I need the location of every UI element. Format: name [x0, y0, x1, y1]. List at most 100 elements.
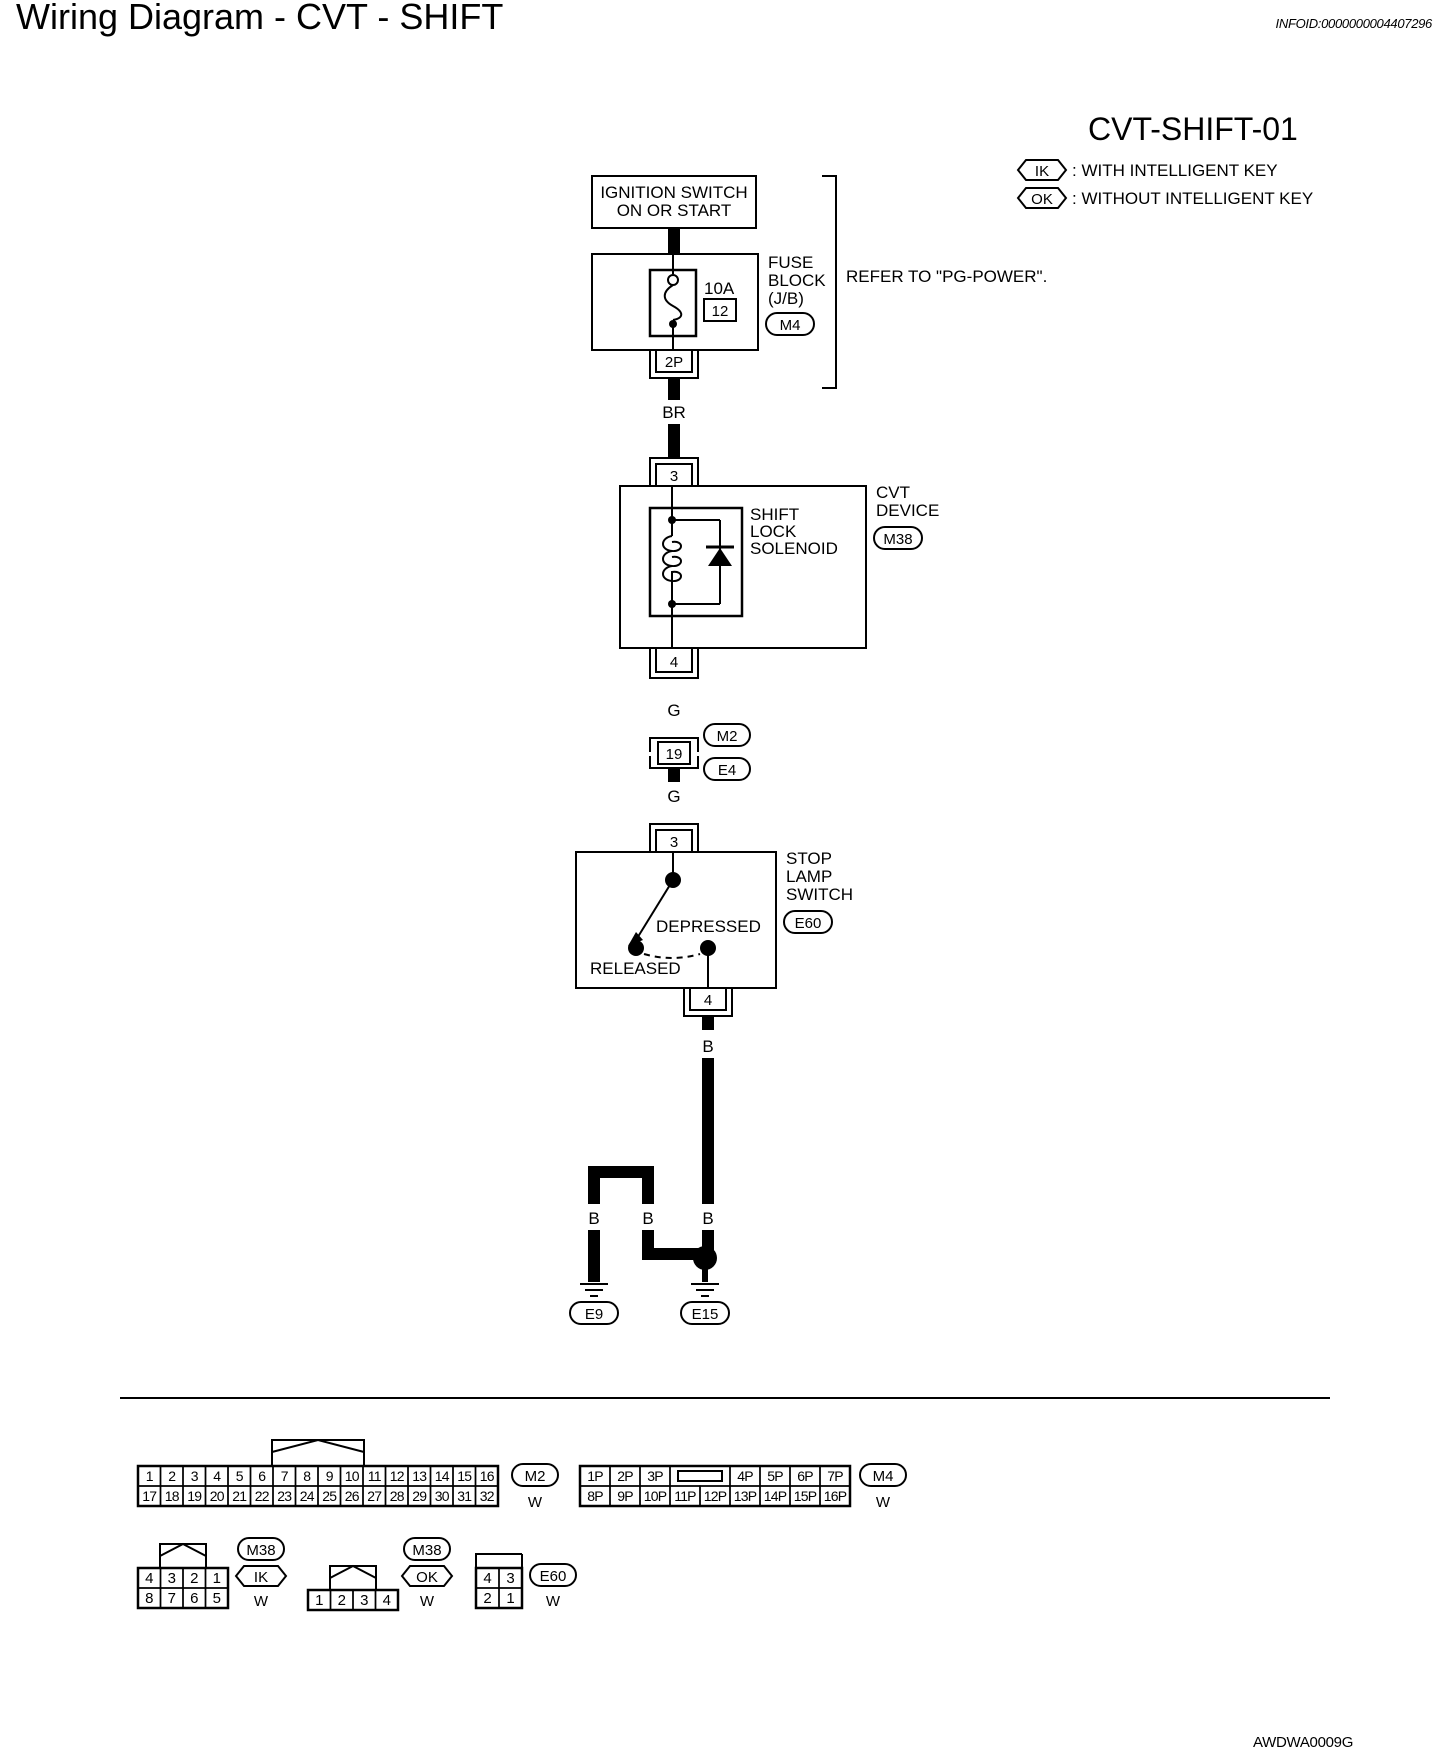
- connector-m38-ik-color: W: [254, 1593, 269, 1610]
- pin-number: 23: [277, 1488, 292, 1504]
- stop-lamp-pin-out: 4: [704, 992, 712, 1009]
- cvt-device-line1: CVT: [876, 483, 910, 502]
- cvt-device-connector-badge: M38: [873, 526, 923, 550]
- pin-number: 14P: [764, 1488, 787, 1504]
- fuse-block-line2: BLOCK: [768, 271, 826, 290]
- joint-stub: [668, 768, 680, 782]
- connector-m38-ik-id: M38: [246, 1542, 275, 1559]
- ignition-switch-box: IGNITION SWITCH ON OR START: [591, 175, 757, 229]
- pin-number: 4: [213, 1468, 221, 1484]
- connector-m38-ok-color: W: [420, 1593, 435, 1610]
- connector-m4-badge: M4: [859, 1463, 907, 1487]
- pin-number: 7: [281, 1468, 289, 1484]
- pin-number: 6: [258, 1468, 266, 1484]
- pin-number: 2: [483, 1590, 491, 1607]
- stop-lamp-in-connector: 3: [649, 823, 699, 852]
- pin-number: 2: [168, 1468, 176, 1484]
- pin-number: 1: [315, 1592, 323, 1609]
- pin-number: 29: [412, 1488, 427, 1504]
- cvt-device-connector: M38: [883, 531, 912, 548]
- pin-number: 16: [480, 1468, 495, 1484]
- fuse-block-line1: FUSE: [768, 253, 813, 272]
- connector-m38-ik-tag: IK: [254, 1569, 268, 1586]
- wire-br-label: BR: [662, 403, 686, 422]
- legend-ik-text: : WITH INTELLIGENT KEY: [1072, 161, 1278, 180]
- ground-e9-badge: E9: [569, 1301, 619, 1325]
- pin-number: 25: [322, 1488, 337, 1504]
- pin-number: 17: [142, 1488, 157, 1504]
- connector-m38-ik-badge: M38 IK: [234, 1537, 288, 1587]
- connector-m4-id: M4: [873, 1468, 894, 1485]
- pin-number: 12P: [704, 1488, 727, 1504]
- joint-connector: 19: [649, 737, 699, 782]
- info-id: INFOID:0000000004407296: [1275, 16, 1433, 31]
- ignition-line2: ON OR START: [617, 201, 732, 220]
- pin-number: 1: [146, 1468, 154, 1484]
- fuse-block: 10A 12: [591, 253, 759, 351]
- pin-number: 7P: [827, 1468, 843, 1484]
- refer-note: REFER TO "PG-POWER".: [846, 267, 1047, 286]
- connector-cavity: [374, 1589, 399, 1611]
- pin-number: 2: [338, 1592, 346, 1609]
- wire-b-main-label: B: [702, 1037, 713, 1056]
- pin-number: 14: [435, 1468, 450, 1484]
- pin-number: 13: [412, 1468, 427, 1484]
- pin-number: 10P: [644, 1488, 667, 1504]
- stop-lamp-connector-badge: E60: [783, 910, 833, 934]
- ground-e15: E15: [692, 1306, 719, 1323]
- ground-wire-right-label: B: [702, 1209, 713, 1228]
- legend-ok-text: : WITHOUT INTELLIGENT KEY: [1072, 189, 1313, 208]
- document-id: AWDWA0009G: [1253, 1734, 1354, 1751]
- pin-number: 15P: [794, 1488, 817, 1504]
- pin-number: 18: [165, 1488, 180, 1504]
- ground-e15-icon: [691, 1283, 719, 1297]
- connector-cavity: [498, 1587, 523, 1609]
- pin-number: 28: [390, 1488, 405, 1504]
- pin-number: 27: [367, 1488, 382, 1504]
- pin-number: 4: [383, 1592, 391, 1609]
- diagram-code: CVT-SHIFT-01: [1088, 111, 1298, 147]
- fuse-block-line3: (J/B): [768, 289, 804, 308]
- legend-ik: IK : WITH INTELLIGENT KEY: [1016, 159, 1278, 181]
- pin-number: 1P: [587, 1468, 603, 1484]
- pin-number: 7: [168, 1590, 176, 1607]
- fuse-amp: 10A: [704, 279, 735, 298]
- joint-pin: 19: [666, 746, 683, 763]
- switch-arm: [635, 879, 674, 941]
- ground-e9: E9: [585, 1306, 603, 1323]
- wire-br-upper: [668, 378, 680, 400]
- pin-number: 6P: [797, 1468, 813, 1484]
- wire-g1-label: G: [667, 701, 680, 720]
- pin-number: 30: [435, 1488, 450, 1504]
- connector-2p: 2P: [649, 350, 699, 379]
- switch-depressed-label: DEPRESSED: [656, 917, 761, 936]
- pin-number: 31: [457, 1488, 472, 1504]
- pin-number: 24: [300, 1488, 315, 1504]
- pin-number: 2: [190, 1570, 198, 1587]
- joint-conn-bottom: E4: [718, 762, 736, 779]
- wire-b-stub: [702, 1016, 714, 1030]
- stop-lamp-pin-in: 3: [670, 834, 678, 851]
- cvt-out-connector: 4: [649, 648, 699, 679]
- pin-number: 10: [345, 1468, 360, 1484]
- pin-number: 3: [360, 1592, 368, 1609]
- cvt-device-line2: DEVICE: [876, 501, 939, 520]
- connector-e60-id: E60: [540, 1568, 567, 1585]
- connector-m38-ok-tag: OK: [416, 1569, 438, 1586]
- pin-number: 16P: [824, 1488, 847, 1504]
- fuse-number: 12: [712, 303, 729, 320]
- solenoid-line2: LOCK: [750, 522, 797, 541]
- cvt-device-box: SHIFT LOCK SOLENOID: [619, 485, 867, 649]
- pin-number: 3: [168, 1570, 176, 1587]
- connector-m2-color: W: [528, 1494, 543, 1511]
- pin-number: 13P: [734, 1488, 757, 1504]
- page-title: Wiring Diagram - CVT - SHIFT: [16, 0, 504, 37]
- connector-m2-badge: M2: [511, 1463, 559, 1487]
- pin-number: 26: [345, 1488, 360, 1504]
- pin-number: 5P: [767, 1468, 783, 1484]
